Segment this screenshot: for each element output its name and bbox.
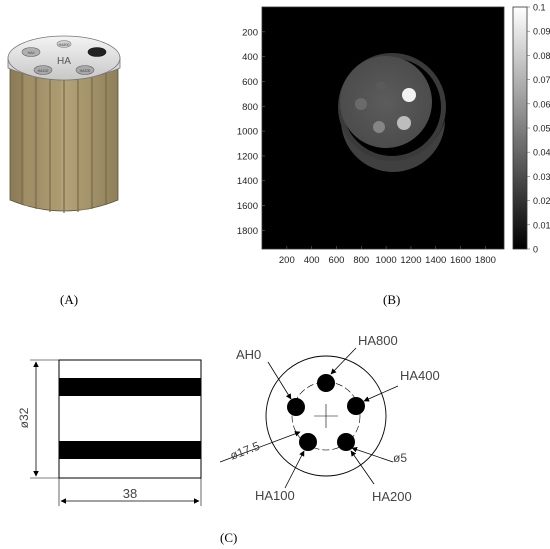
colorbar-tick-label: 0.01: [533, 220, 550, 230]
insert-center-top: [56, 40, 72, 48]
hole-band-top: [59, 378, 201, 396]
insert-right-top: [87, 47, 107, 57]
ct-insert: [402, 88, 416, 102]
colorbar-tick-label: 0.1: [533, 3, 546, 13]
colorbar-tick-label: 0: [533, 245, 538, 255]
hole-ha200: [337, 433, 355, 451]
insert-label: HA0: [28, 51, 35, 55]
x-tick-label: 1200: [400, 255, 421, 266]
ct-insert: [355, 98, 367, 110]
colorbar-tick-label: 0.02: [533, 196, 550, 206]
y-tick-label: 400: [242, 52, 258, 63]
x-tick-label: 400: [304, 255, 320, 266]
label-ha100: HA100: [255, 488, 295, 503]
colorbar-tick-label: 0.06: [533, 99, 550, 109]
hole-band-bottom: [59, 441, 201, 459]
leader-ha800: [330, 347, 357, 375]
x-tick-label: 1000: [376, 255, 397, 266]
x-tick-label: 800: [353, 255, 369, 266]
y-tick-label: 1400: [237, 176, 258, 187]
x-tick-label: 1800: [475, 255, 496, 266]
y-tick-label: 600: [242, 77, 258, 88]
insert-left-top: [21, 47, 41, 57]
y-tick-label: 1200: [237, 151, 258, 162]
colorbar-tick-label: 0.07: [533, 75, 550, 85]
technical-drawing: 38 ø32 AH0 HA800 HA400 HA100 HA200 ø17.5…: [17, 333, 440, 506]
leader-ha400: [363, 385, 399, 402]
y-tick-label: 1600: [237, 201, 258, 212]
y-tick-label: 1000: [237, 127, 258, 138]
pitch-circle: [291, 381, 361, 451]
insert-right-bottom: [75, 65, 95, 75]
label-ah0: AH0: [236, 347, 261, 362]
panel-label-c: (C): [220, 530, 238, 545]
y-axis-ticks: 200 400 600 800 1000 1200 1400 1600 1800: [237, 27, 265, 237]
colorbar-tick-label: 0.05: [533, 124, 550, 134]
colorbar: [512, 6, 528, 250]
colorbar-tick-label: 0.04: [533, 148, 550, 158]
side-view: [30, 359, 202, 506]
label-ha800: HA800: [358, 333, 398, 348]
cap-label: HA: [57, 56, 71, 67]
x-tick-label: 200: [279, 255, 295, 266]
leader-hole-diameter: [351, 446, 394, 463]
colorbar-tick-label: 0.09: [533, 27, 550, 37]
ct-insert: [397, 116, 411, 130]
ct-insert: [373, 121, 385, 133]
ct-base-crescent: [341, 120, 445, 172]
colorbar-ticks: 0 0.01 0.02 0.03 0.04 0.05 0.06 0.07 0.08 0.09 0.1: [527, 3, 550, 255]
phantom-3d-render: HA HA0 HA100 HA200 HA800: [7, 35, 121, 213]
diameter-label: ø32: [17, 407, 31, 428]
x-tick-label: 1600: [450, 255, 471, 266]
ct-insert: [376, 81, 386, 91]
y-tick-label: 200: [242, 27, 258, 38]
hole-ha100: [299, 433, 317, 451]
colorbar-tick-label: 0.03: [533, 172, 550, 182]
hole-ha800: [317, 374, 335, 392]
label-hole-diameter: ø5: [393, 451, 407, 465]
front-view: [219, 347, 399, 489]
colorbar-tick-label: 0.08: [533, 51, 550, 61]
label-pitch-diameter: ø17.5: [228, 439, 262, 463]
insert-left-bottom: [33, 65, 53, 75]
panel-label-a: (A): [60, 292, 79, 307]
x-tick-label: 1400: [425, 255, 446, 266]
insert-label: HA100: [38, 69, 49, 73]
phantom-flutes: [21, 70, 107, 213]
insert-label: HA200: [80, 69, 91, 73]
y-tick-label: 1800: [237, 226, 258, 237]
length-label: 38: [123, 486, 137, 501]
leader-ha100: [284, 450, 305, 489]
leader-ha200: [350, 450, 375, 485]
hole-ha400: [347, 397, 365, 415]
panel-label-b: (B): [383, 292, 401, 307]
leader-ah0: [267, 361, 292, 400]
label-ha200: HA200: [372, 489, 412, 504]
ct-phantom-disk: [340, 56, 432, 148]
x-tick-label: 600: [329, 255, 345, 266]
label-ha400: HA400: [400, 368, 440, 383]
leader-pitch-diameter: [219, 431, 301, 463]
insert-label: HA800: [59, 43, 70, 47]
hole-ah0: [287, 398, 305, 416]
y-tick-label: 800: [242, 102, 258, 113]
